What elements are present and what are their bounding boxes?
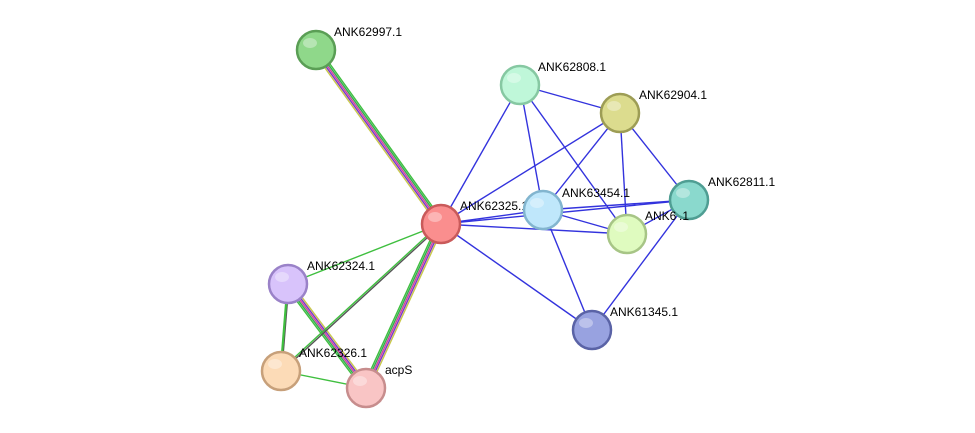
node-highlight — [268, 359, 282, 369]
node-circle[interactable] — [668, 179, 710, 221]
edge-ANK62325.1-ANK62808.1-0 — [440, 84, 521, 225]
edge-ANK62325.1-ANK62811.1-0 — [440, 199, 690, 225]
node-label: acpS — [385, 363, 412, 377]
node-circle[interactable] — [345, 367, 387, 409]
node-ANK61345.1[interactable]: ANK61345.1 — [571, 305, 678, 351]
edge-ANK62325.1-acpS-0 — [368, 225, 445, 390]
node-circle[interactable] — [599, 92, 641, 134]
edge-ANK62325.1-ANK62326.1-1 — [279, 222, 441, 371]
edge-ANK63454.1-ANK62811.1-0 — [542, 199, 690, 211]
node-ANK62325.1[interactable]: ANK62325.1 — [420, 199, 528, 245]
edge-ANK62325.1-ANK61345.1-0 — [440, 223, 593, 331]
edge-ANK62325.1-ANK62997.1-3 — [316, 48, 443, 224]
edge-ANK63454.1-ANK61345.1-0 — [542, 209, 593, 331]
edge-ANK62808.1-ANK6xxxx.1-0 — [519, 84, 628, 235]
node-label: ANK62326.1 — [299, 346, 367, 360]
edge-ANK62325.1-ANK62904.1-0 — [440, 112, 621, 225]
node-ANK62811.1[interactable]: ANK62811.1 — [668, 175, 775, 221]
node-highlight — [428, 212, 442, 222]
node-highlight — [614, 222, 628, 232]
edge-ANK62324.1-acpS-3 — [286, 284, 366, 390]
node-ANK62808.1[interactable]: ANK62808.1 — [499, 60, 606, 106]
node-circle[interactable] — [420, 203, 462, 245]
node-circle[interactable] — [606, 213, 648, 255]
edge-ANK62811.1-ANK61345.1-0 — [591, 199, 690, 331]
node-highlight — [676, 188, 690, 198]
node-label: ANK62997.1 — [334, 25, 402, 39]
node-circle[interactable] — [571, 309, 613, 351]
edge-ANK62325.1-acpS-2 — [365, 223, 442, 389]
node-label: ANK62811.1 — [708, 175, 775, 189]
node-ANK63454.1[interactable]: ANK63454.1 — [522, 186, 630, 231]
node-circle[interactable] — [522, 189, 564, 231]
node-circle[interactable] — [260, 350, 302, 392]
node-label: ANK62325.1 — [460, 199, 528, 213]
node-highlight — [303, 38, 317, 48]
node-label-tail: .1 — [679, 209, 689, 223]
node-label: ANK63454.1 — [562, 186, 630, 200]
node-ANK62904.1[interactable]: ANK62904.1 — [599, 88, 707, 134]
edge-ANK62325.1-ANK62997.1-1 — [314, 50, 441, 226]
edge-ANK62325.1-ANK62324.1-0 — [287, 223, 442, 285]
node-label: ANK62808.1 — [538, 60, 606, 74]
node-highlight — [275, 272, 289, 282]
edge-ANK62325.1-acpS-3 — [363, 223, 441, 388]
edge-ANK62324.1-acpS-1 — [288, 282, 368, 388]
edge-ANK62324.1-acpS-4 — [284, 285, 365, 391]
edge-ANK62324.1-acpS-0 — [289, 281, 370, 387]
edge-ANK62904.1-ANK63454.1-0 — [542, 112, 621, 211]
edge-ANK62325.1-ANK62326.1-0 — [281, 224, 443, 373]
node-highlight — [607, 101, 621, 111]
node-label: ANK62324.1 — [307, 259, 375, 273]
node-ANK62326.1[interactable]: ANK62326.1 — [260, 346, 367, 392]
edge-ANK62325.1-acpS-1 — [366, 224, 444, 389]
edge-ANK62325.1-ANK62997.1-0 — [312, 51, 439, 227]
edge-ANK62325.1-acpS-4 — [362, 222, 439, 387]
node-circle[interactable] — [295, 29, 337, 71]
node-highlight — [579, 318, 593, 328]
node-label: ANK61345.1 — [610, 305, 678, 319]
node-highlight — [507, 73, 521, 83]
edge-ANK62325.1-ANK6xxxx.1-0 — [440, 223, 628, 235]
node-ANK62997.1[interactable]: ANK62997.1 — [295, 25, 402, 71]
node-ANK62324.1[interactable]: ANK62324.1 — [267, 259, 375, 305]
edge-ANK62325.1-ANK62997.1-2 — [315, 49, 442, 225]
node-label: ANK6 — [645, 209, 677, 223]
edge-ANK62808.1-ANK63454.1-0 — [519, 84, 544, 211]
node-circle[interactable] — [499, 64, 541, 106]
node-layer: ANK62325.1 ANK62997.1ANK62808.1ANK62904.1… — [260, 25, 775, 409]
node-acpS[interactable]: acpS — [345, 363, 412, 409]
node-ANK6xxxx.1[interactable]: ANK6 — [606, 209, 677, 255]
edge-ANK62324.1-acpS-2 — [287, 283, 367, 389]
edge-ANK62325.1-ANK62997.1-4 — [318, 47, 445, 223]
node-circle[interactable] — [267, 263, 309, 305]
node-label: ANK62904.1 — [639, 88, 707, 102]
node-highlight — [530, 198, 544, 208]
node-highlight — [353, 376, 367, 386]
